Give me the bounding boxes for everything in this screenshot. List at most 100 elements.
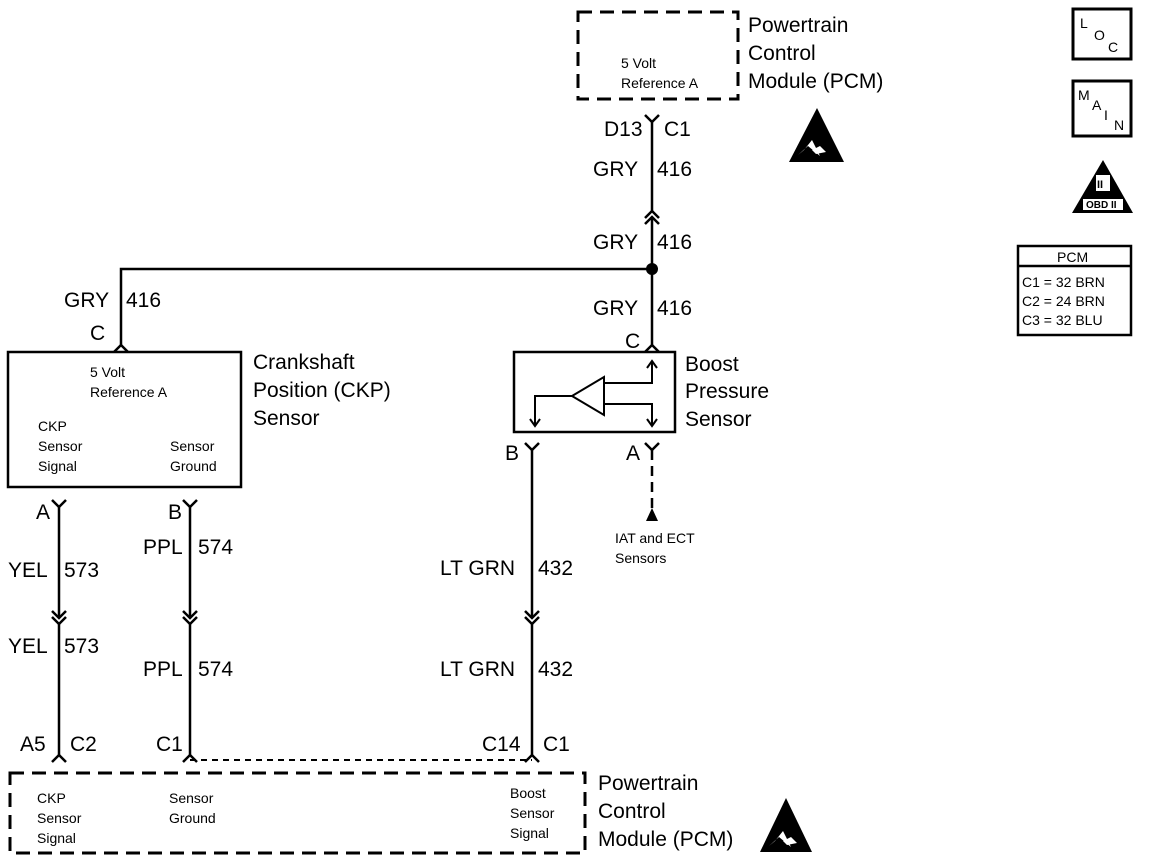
pcm-boost-label-1: Boost [510,785,546,801]
boost-sensor-box [512,350,677,434]
wire-432-color-1: LT GRN [440,557,515,580]
boost-pin-a: A [626,442,640,465]
ckp-title-1: Crankshaft [253,351,355,374]
ckp-sensor: 5 Volt Reference A CKP Sensor Signal Sen… [6,350,391,489]
pcm-boost-label-3: Signal [510,825,549,841]
pcm-ckp-label-2: Sensor [37,810,82,826]
pcm-top-box [576,10,740,101]
wire-432-num-2: 432 [538,658,573,681]
wire-574-num-1: 574 [198,536,233,559]
esd-warning-icon [789,108,844,162]
table-row: C1 = 32 BRN [1022,274,1105,290]
ckp-title-2: Position (CKP) [253,379,391,402]
wire-574-color-2: PPL [143,658,183,681]
ckp-internal-2: Reference A [90,384,168,400]
wire-573-num-2: 573 [64,635,99,658]
wire-432-num-1: 432 [538,557,573,580]
wire-416-num-1: 416 [657,158,692,181]
pcm-top-title-3: Module (PCM) [748,70,883,93]
main-letter-i: I [1104,107,1108,123]
main-letter-m: M [1078,87,1090,103]
ckp-pin-a: A [36,501,50,524]
obd-ii-icon: II OBD II [1072,160,1133,213]
amplifier-symbol [529,359,658,428]
wire-ref-iat-ect [644,442,660,510]
ckp-sensor-box [6,350,243,489]
ckp-pin-b: B [168,501,182,524]
pcm-conn-c1: C1 [543,733,570,756]
wire-573-color-2: YEL [8,635,48,658]
pcm-boost-label-2: Sensor [510,805,555,821]
wire-416-color-4: GRY [64,289,109,312]
pcm-top-title-2: Control [748,42,816,65]
iat-ect-label-2: Sensors [615,550,666,566]
pcm-ground-label-2: Ground [169,810,216,826]
table-row: C2 = 24 BRN [1022,293,1105,309]
main-letter-a: A [1092,97,1102,113]
wire-574-color-1: PPL [143,536,183,559]
obd-ii-roman: II [1097,179,1103,191]
pcm-top-internal-1: 5 Volt [621,55,656,71]
wire-574 [182,499,198,763]
wire-573-color-1: YEL [8,559,48,582]
ckp-ground-label-2: Ground [170,458,217,474]
esd-warning-icon [760,798,812,852]
boost-pin-b: B [505,442,519,465]
reference-arrow-icon [646,508,658,521]
pcm-bottom-box [8,771,587,855]
pcm-top-internal-2: Reference A [621,75,699,91]
main-view-icon: M A I N [1071,79,1133,138]
wire-416-num-3: 416 [657,297,692,320]
wire-416-num-2: 416 [657,231,692,254]
wire-573 [51,499,67,763]
main-letter-n: N [1114,117,1124,133]
pcm-bottom-title-3: Module (PCM) [598,828,733,851]
pcm-top-pin: D13 [604,118,643,141]
wire-416-color-3: GRY [593,297,638,320]
wire-574-num-2: 574 [198,658,233,681]
pcm-pin-c1: C1 [156,733,183,756]
pcm-connector-table: PCM C1 = 32 BRN C2 = 24 BRN C3 = 32 BLU [1016,244,1133,337]
pcm-top-title-1: Powertrain [748,14,848,37]
pcm-pin-c14: C14 [482,733,521,756]
wire-416-color-1: GRY [593,158,638,181]
pcm-bottom-title-2: Control [598,800,666,823]
wire-416-color-2: GRY [593,231,638,254]
table-header: PCM [1057,249,1088,265]
pcm-bottom: CKP Sensor Signal Sensor Ground Boost Se… [8,771,733,855]
pcm-top-connector: C1 [664,118,691,141]
pcm-ckp-label-3: Signal [37,830,76,846]
table-row: C3 = 32 BLU [1022,312,1103,328]
location-view-icon: L O C [1071,7,1133,61]
loc-letter-l: L [1080,15,1088,31]
ckp-internal-1: 5 Volt [90,364,125,380]
pcm-top: 5 Volt Reference A Powertrain Control Mo… [576,10,883,141]
wire-573-num-1: 573 [64,559,99,582]
pcm-conn-c2: C2 [70,733,97,756]
boost-sensor: Boost Pressure Sensor [512,350,769,434]
pcm-ckp-label-1: CKP [37,790,66,806]
boost-title-3: Sensor [685,408,752,431]
obd-ii-label: OBD II [1086,200,1117,211]
boost-pin-c: C [625,330,640,353]
ckp-title-3: Sensor [253,407,320,430]
ckp-signal-label-1: CKP [38,418,67,434]
loc-letter-o: O [1094,27,1105,43]
pcm-bottom-title-1: Powertrain [598,772,698,795]
pcm-pin-a5: A5 [20,733,46,756]
pcm-ground-label-1: Sensor [169,790,214,806]
ckp-pin-c: C [90,322,105,345]
wire-432-color-2: LT GRN [440,658,515,681]
ckp-ground-label-1: Sensor [170,438,215,454]
wire-416-num-4: 416 [126,289,161,312]
iat-ect-label-1: IAT and ECT [615,530,695,546]
wire-416-main [644,114,660,353]
wire-432 [524,442,540,763]
ckp-signal-label-3: Signal [38,458,77,474]
loc-letter-c: C [1108,39,1118,55]
ckp-signal-label-2: Sensor [38,438,83,454]
boost-title-2: Pressure [685,380,769,403]
boost-title-1: Boost [685,353,739,376]
wire-416-branch [113,267,652,353]
